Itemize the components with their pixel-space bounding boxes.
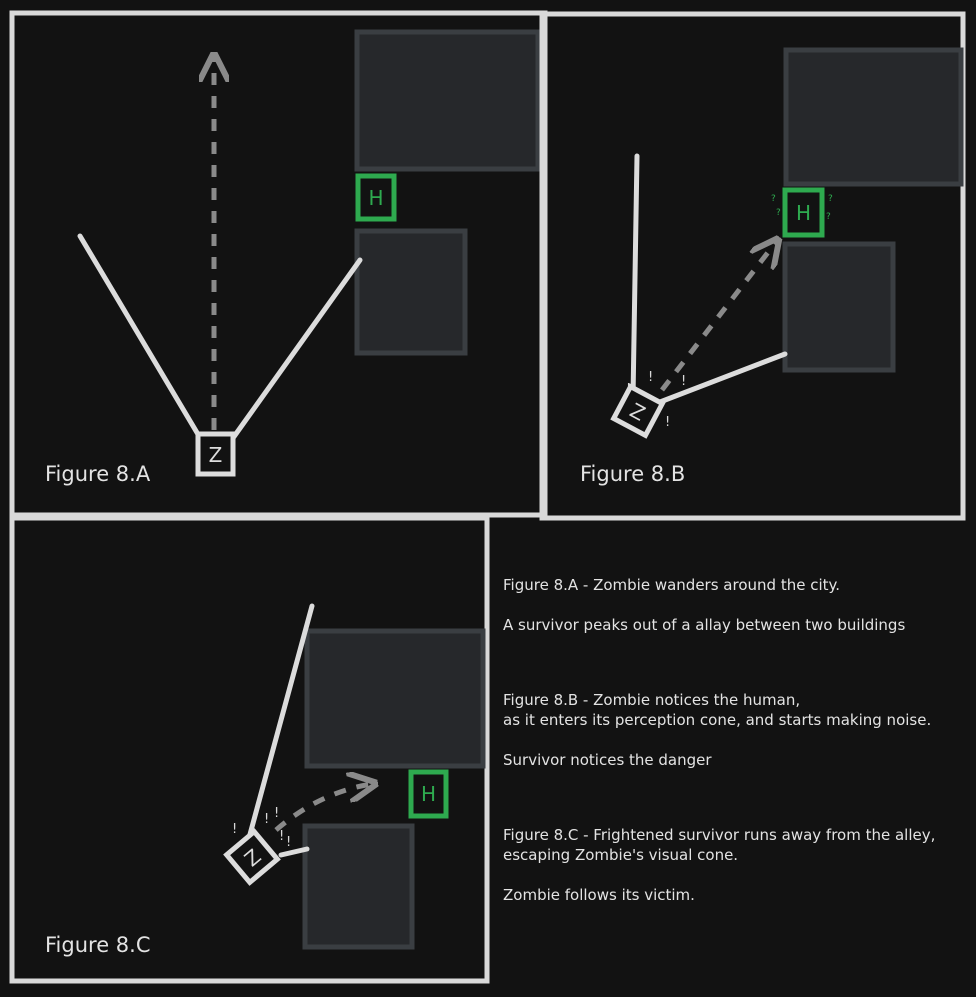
panel-c-alert-mark-1: !: [232, 822, 237, 837]
panel-b-human-letter: H: [796, 201, 811, 225]
panel-c: Z ! ! ! ! ! H Figure 8.C: [9, 515, 490, 984]
panel-b-vision-cone-right: [657, 351, 788, 405]
panel-c-label: Figure 8.C: [45, 933, 151, 957]
panel-b-question-mark-2: ?: [776, 208, 781, 218]
panel-b-alert-mark-2: !: [648, 370, 653, 385]
description-line-5: Survivor notices the danger: [503, 751, 712, 769]
panel-a-vision-cone-left: [77, 233, 202, 439]
panel-c-frame: [9, 515, 490, 984]
description-line-8: Zombie follows its victim.: [503, 886, 695, 904]
panel-b-question-mark-1: ?: [771, 194, 776, 204]
panel-c-human: H: [408, 769, 449, 819]
description-line-6: Figure 8.C - Frightened survivor runs aw…: [503, 826, 935, 844]
panel-b-label: Figure 8.B: [580, 462, 685, 486]
panel-a-vision-cone-right: [230, 257, 363, 441]
panel-c-building-top: [304, 628, 486, 769]
panel-b-alert-mark-3: !: [681, 374, 686, 389]
panel-b-alert-mark-1: !: [626, 382, 631, 397]
panel-b-frame: [539, 11, 966, 521]
panel-b-building-bottom: [782, 241, 896, 373]
panel-a-building-bottom: [354, 228, 468, 356]
panel-b-zombie: Z: [610, 383, 666, 439]
panel-c-vision-cone-left: [246, 603, 315, 841]
panel-a-human-body: [355, 173, 397, 222]
panel-b-alert-mark-4: !: [665, 415, 670, 430]
panel-a-zombie-letter: Z: [209, 443, 223, 467]
description-line-4: as it enters its perception cone, and st…: [503, 711, 931, 729]
panel-b-question-mark-4: ?: [826, 212, 831, 222]
panel-c-chase-path: [274, 784, 372, 832]
panel-c-zombie: Z: [223, 828, 281, 886]
panel-a-building-top: [354, 29, 541, 172]
panel-b-human-body: [782, 187, 825, 238]
panel-a-label: Figure 8.A: [45, 462, 151, 486]
description-line-3: Figure 8.B - Zombie notices the human,: [503, 691, 800, 709]
panel-c-alert-mark-4: !: [279, 829, 284, 844]
panel-b-human: H: [782, 187, 825, 238]
panel-a-zombie-body: [195, 431, 236, 477]
panel-b: Z ! ! ! ! H ? ? ? ? Figure 8.B: [539, 11, 966, 521]
panel-a-zombie: Z: [195, 431, 236, 477]
panel-c-alert-mark-5: !: [286, 835, 291, 850]
panel-c-human-body: [408, 769, 449, 819]
description-line-2: A survivor peaks out of a allay between …: [503, 616, 905, 634]
panel-c-vision-cone-right: [278, 846, 310, 858]
panel-b-attention-path: [660, 242, 776, 392]
panel-a: Z H Figure 8.A: [9, 10, 548, 518]
description-line-1: Figure 8.A - Zombie wanders around the c…: [503, 576, 840, 594]
panel-a-human-letter: H: [368, 186, 383, 210]
panel-b-vision-cone-left: [630, 153, 640, 401]
description: Figure 8.A - Zombie wanders around the c…: [503, 576, 935, 904]
panel-a-frame: [9, 10, 548, 518]
panel-b-building-top: [783, 47, 964, 187]
panel-b-question-mark-3: ?: [828, 194, 833, 204]
description-line-7: escaping Zombie's visual cone.: [503, 846, 738, 864]
panel-c-alert-mark-2: !: [264, 812, 269, 827]
panel-c-zombie-body: [223, 828, 281, 886]
panel-c-building-bottom: [302, 823, 415, 950]
panel-c-alert-mark-3: !: [274, 806, 279, 821]
panel-a-human: H: [355, 173, 397, 222]
panel-b-zombie-body: [610, 383, 666, 439]
panel-c-human-letter: H: [421, 782, 436, 806]
